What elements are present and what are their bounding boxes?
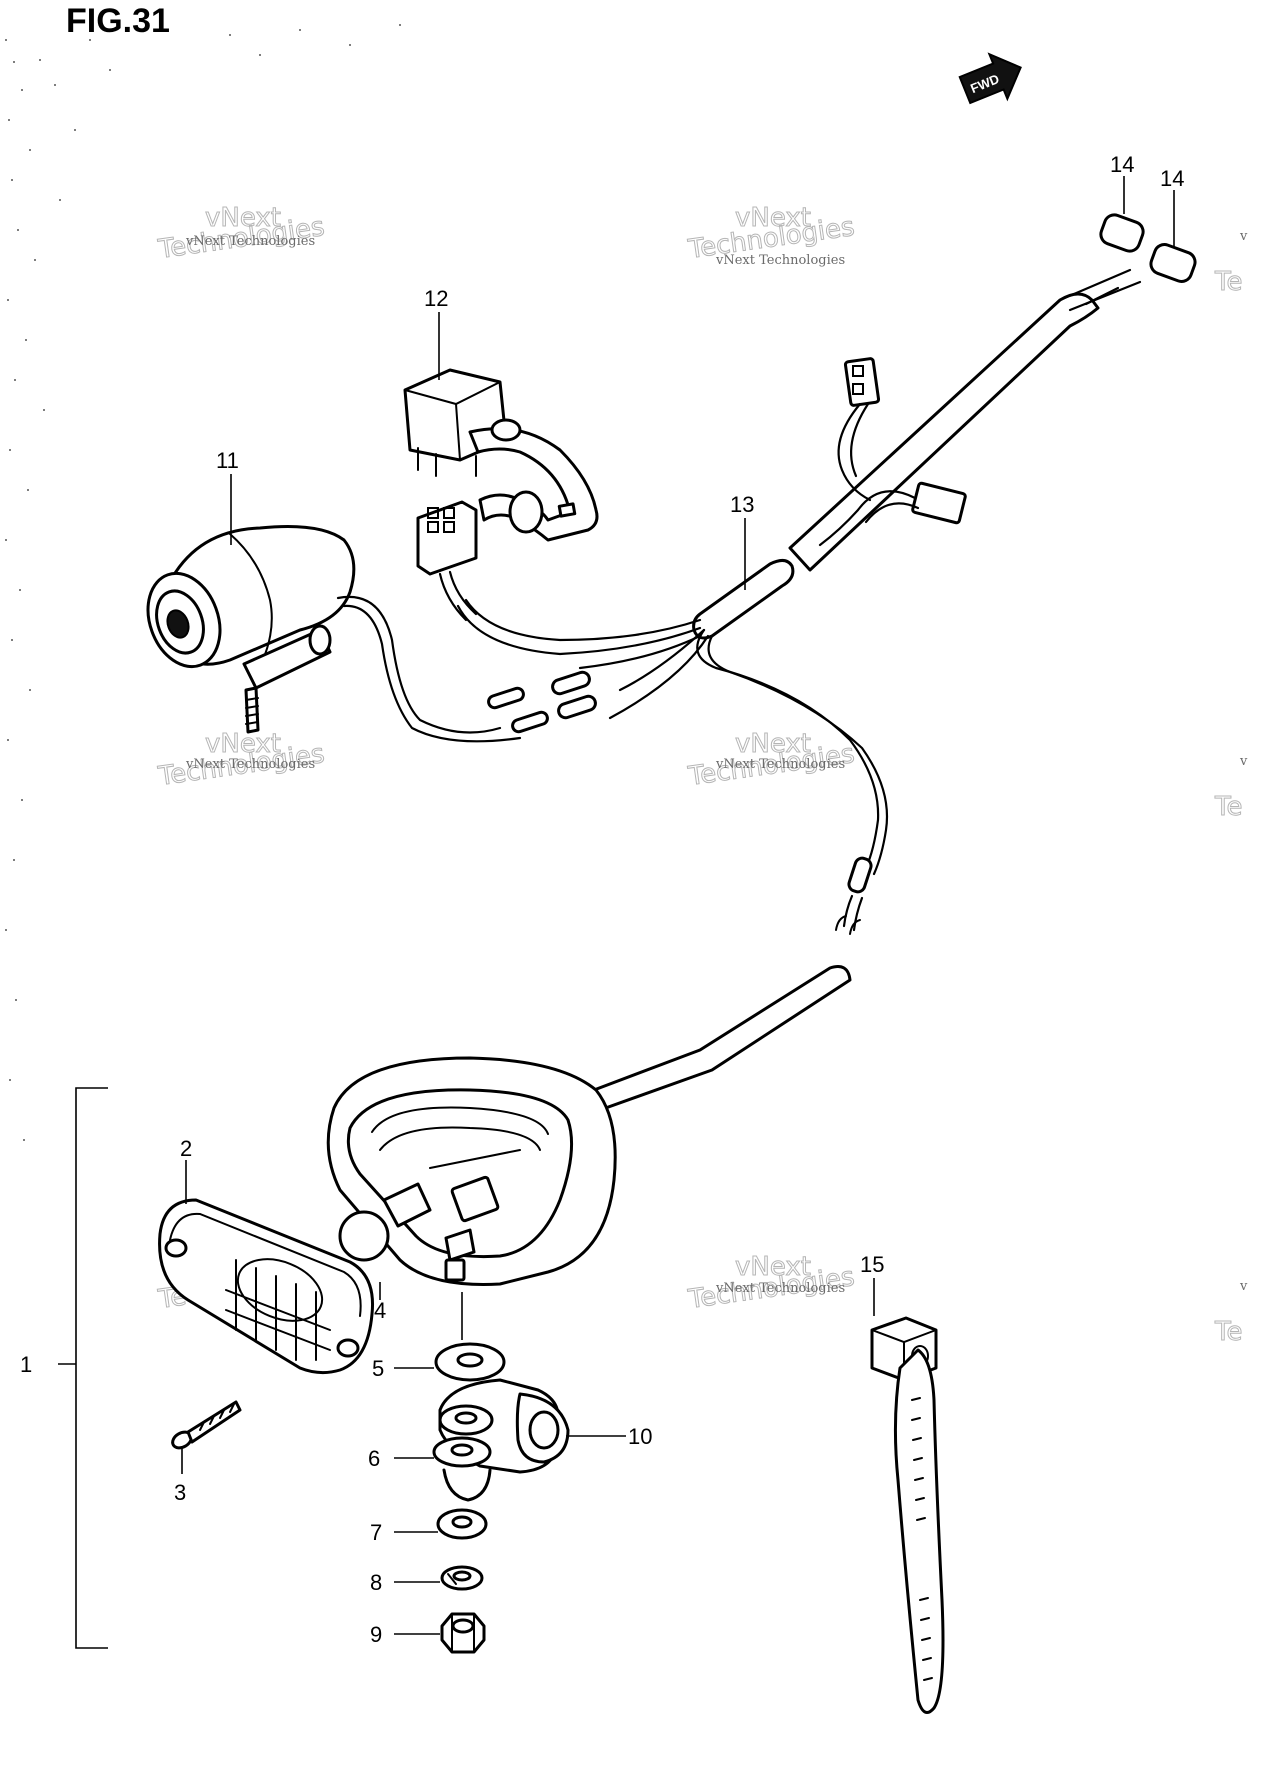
part-6-collar — [432, 1436, 492, 1502]
svg-text:vNext: vNext — [205, 729, 281, 759]
assembly-bracket — [58, 1087, 108, 1649]
callout-8: 8 — [370, 1570, 382, 1595]
forward-direction-arrow: FWD — [958, 52, 1022, 105]
callout-14a: 14 — [1110, 152, 1134, 177]
watermark-edge: v — [1239, 754, 1248, 769]
callout-4: 4 — [374, 1298, 386, 1323]
relay-connector — [416, 500, 478, 622]
svg-text:vNext: vNext — [735, 203, 811, 233]
svg-text:vNext: vNext — [735, 729, 811, 759]
svg-text:vNext Technologies: vNext Technologies — [715, 757, 845, 772]
part-2-lens — [158, 1198, 375, 1375]
svg-text:vNext Technologies: vNext Technologies — [185, 757, 315, 772]
callout-labels: 1 2 3 4 5 6 7 8 9 10 11 12 13 14 14 15 — [20, 152, 1184, 1647]
svg-text:vNext Technologies: vNext Technologies — [715, 253, 845, 268]
watermark-edge: Te — [1214, 267, 1242, 297]
watermark: vNext Technologies vNext Technologies — [155, 203, 327, 266]
part-5-washer — [434, 1342, 506, 1382]
callout-7: 7 — [370, 1520, 382, 1545]
part-12-flasher-relay — [403, 368, 599, 542]
part-14-cap-left — [1099, 213, 1145, 253]
part-3-screw — [171, 1400, 242, 1450]
leader-lines — [181, 176, 1175, 1635]
watermark: vNext Technologies vNext Technologies — [685, 1252, 857, 1316]
watermark-edge: Te — [1214, 1317, 1242, 1347]
watermark: vNext Technologies vNext Technologies — [155, 729, 327, 793]
watermark-grid: vNext Technologies vNext Technologies vN… — [155, 203, 1248, 1348]
part-15-clamp-band — [870, 1316, 945, 1714]
part-8-lock-washer — [440, 1565, 484, 1591]
callout-5: 5 — [372, 1356, 384, 1381]
watermark-edge: v — [1239, 229, 1248, 244]
svg-text:vNext: vNext — [735, 1252, 811, 1282]
rear-lamp-housing — [326, 1056, 617, 1286]
svg-text:vNext Technologies: vNext Technologies — [715, 1281, 845, 1296]
watermark-edge: Te — [1214, 792, 1242, 822]
callout-15: 15 — [860, 1252, 884, 1277]
callout-11: 11 — [216, 448, 239, 473]
callout-14b: 14 — [1160, 166, 1184, 191]
callout-10: 10 — [628, 1424, 652, 1449]
figure-title: FIG.31 — [66, 2, 170, 40]
callout-12: 12 — [424, 286, 448, 311]
part-11-horn — [146, 525, 549, 743]
callout-13: 13 — [730, 492, 754, 517]
callout-2: 2 — [180, 1136, 192, 1161]
part-7-washer — [436, 1508, 488, 1540]
svg-text:vNext: vNext — [205, 203, 281, 233]
part-14-cap-right — [1149, 243, 1197, 283]
part-4-bulb — [338, 1182, 432, 1262]
callout-1: 1 — [20, 1352, 32, 1377]
scan-noise-texture — [5, 24, 401, 1141]
svg-text:vNext Technologies: vNext Technologies — [185, 234, 315, 249]
watermark: vNext Technologies vNext Technologies — [685, 729, 857, 793]
part-13-wiring-harness — [456, 268, 1142, 1112]
callout-9: 9 — [370, 1622, 382, 1647]
part-9-nut — [440, 1612, 486, 1654]
watermark: vNext Technologies vNext Technologies — [685, 203, 857, 269]
watermark-edge: v — [1239, 1279, 1248, 1294]
callout-3: 3 — [174, 1480, 186, 1505]
callout-6: 6 — [368, 1446, 380, 1471]
